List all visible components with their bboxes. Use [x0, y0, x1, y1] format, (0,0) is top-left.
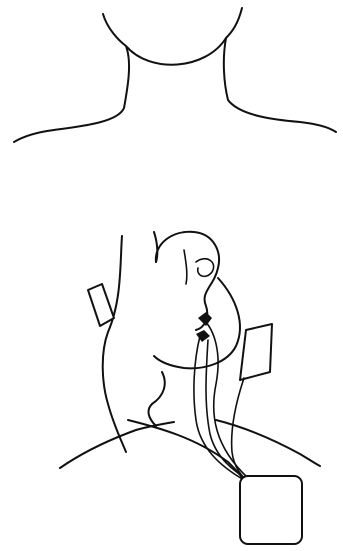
neck-front-drawing — [14, 8, 336, 142]
stimulator-unit — [240, 476, 302, 544]
throat-line — [149, 372, 165, 426]
neck-front-right-outline — [224, 8, 336, 132]
ear-lobe-line — [184, 250, 187, 284]
ear-outline — [156, 232, 219, 330]
pad-upper-left — [88, 284, 114, 326]
back-of-neck — [103, 236, 126, 452]
neck-front-jawline — [126, 38, 226, 65]
ear-inner-fold — [196, 259, 214, 277]
lead-connector-1 — [198, 312, 212, 326]
neck-side-drawing — [60, 232, 320, 544]
lead-wire-1 — [204, 320, 248, 478]
neck-front-left-outline — [14, 14, 129, 142]
collarbone — [128, 420, 244, 480]
pad-right — [240, 324, 272, 380]
